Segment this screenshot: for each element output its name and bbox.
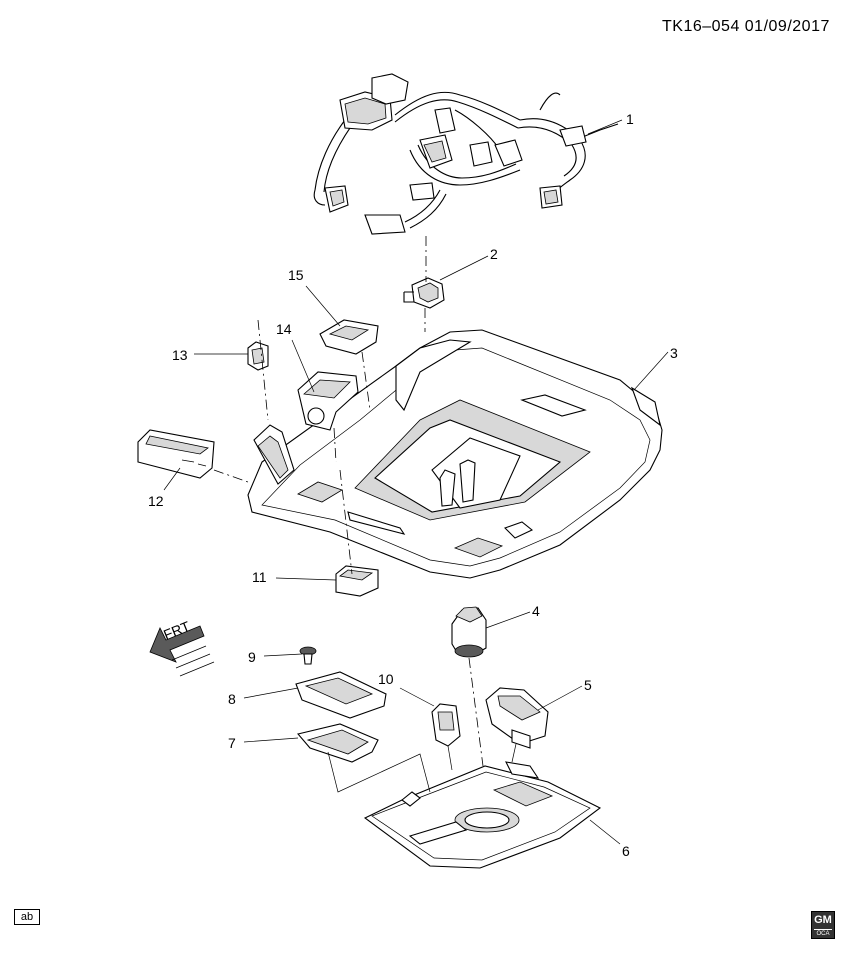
callout-4: 4 (532, 603, 540, 619)
screw-part (299, 646, 317, 665)
callout-5: 5 (584, 677, 592, 693)
wiring-harness-part (313, 73, 619, 235)
lower-bezel-part (363, 761, 602, 869)
callout-7: 7 (228, 735, 236, 751)
gm-logo-icon: GM OCA (811, 911, 835, 939)
diagram-code-date: TK16–054 01/09/2017 (662, 18, 830, 35)
console-housing-part (247, 329, 663, 579)
alignment-lines (213, 236, 517, 793)
leader-lines (163, 119, 669, 845)
bracket-part-15 (319, 319, 379, 355)
gm-logo-subtext: OCA (814, 929, 832, 938)
switch-bracket-part (485, 687, 549, 749)
module-part-11 (335, 565, 379, 597)
callout-13: 13 (172, 347, 188, 363)
ab-badge: ab (14, 909, 40, 925)
lamp-housing-part (295, 671, 387, 719)
lamp-socket-part (451, 606, 487, 658)
callout-15: 15 (288, 267, 304, 283)
gm-logo-text: GM (814, 914, 832, 926)
front-direction-arrow-icon: FRT (149, 618, 215, 677)
callout-14: 14 (276, 321, 292, 337)
bracket-part-2 (403, 277, 445, 309)
connector-part-10 (431, 703, 461, 747)
callout-1: 1 (626, 111, 634, 127)
lens-part (296, 723, 379, 763)
bracket-part-14 (297, 371, 359, 431)
callout-6: 6 (622, 843, 630, 859)
callout-3: 3 (670, 345, 678, 361)
callout-labels: 1 2 3 4 5 6 7 8 9 10 11 12 13 14 15 (148, 111, 678, 859)
callout-2: 2 (490, 246, 498, 262)
callout-8: 8 (228, 691, 236, 707)
callout-11: 11 (252, 569, 267, 585)
switch-module-part (137, 429, 215, 479)
callout-9: 9 (248, 649, 256, 665)
callout-10: 10 (378, 671, 394, 687)
clip-part-13 (247, 341, 269, 371)
callout-12: 12 (148, 493, 164, 509)
